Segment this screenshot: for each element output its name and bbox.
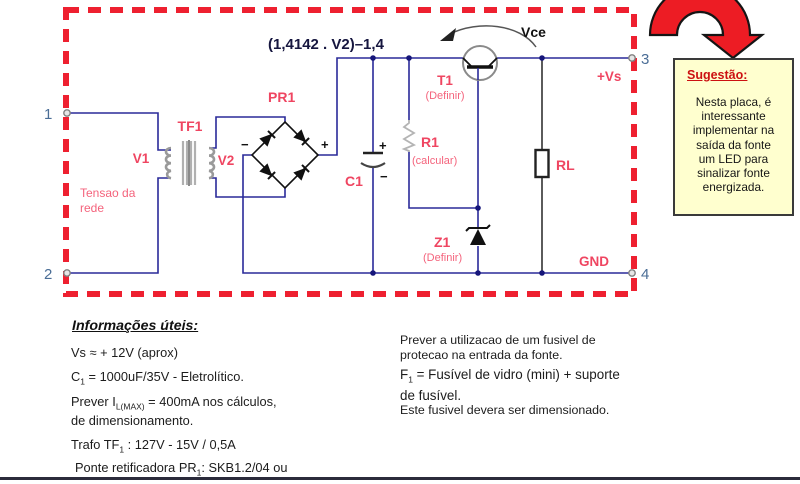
info-c1-pre: C xyxy=(71,369,81,384)
info-vs: Vs ≈ + 12V (aprox) xyxy=(71,345,178,360)
info-c1-post: = 1000uF/35V - Eletrolítico. xyxy=(84,369,244,384)
info-ponte-sub: 1 xyxy=(196,467,202,478)
mains-label-line1: Tensao da xyxy=(80,186,136,200)
load-resistor-symbol xyxy=(534,148,550,179)
suggestion-line: energizada. xyxy=(702,180,765,195)
cap-minus-sign: − xyxy=(380,169,388,184)
vce-label: Vce xyxy=(521,24,546,40)
suggestion-line: implementar na xyxy=(692,123,775,138)
suggestion-line: interessante xyxy=(701,109,766,124)
suggestion-line: sinalizar fonte xyxy=(697,166,770,181)
fuse-def-post: = Fusível de vidro (mini) + suporte xyxy=(412,367,620,382)
info-il-line1: Prever IL(MAX) = 400mA nos cálculos, xyxy=(71,394,277,414)
fuse-def-pre: F xyxy=(400,367,409,382)
fuse-def-line2: de fusível. xyxy=(400,388,462,404)
bridge-diodes xyxy=(259,129,310,181)
wire-primary-bottom xyxy=(67,177,171,274)
suggestion-title: Sugestão: xyxy=(687,68,748,82)
z1-label: Z1 xyxy=(434,234,451,250)
t1-note: (Definir) xyxy=(425,90,464,102)
vce-arrow xyxy=(440,25,537,48)
terminal-1-pad xyxy=(63,109,71,117)
primary-coil xyxy=(164,146,172,180)
wire-bridge-plus-to-rail xyxy=(318,57,463,156)
formula-label: (1,4142 . V2)–1,4 xyxy=(268,36,385,53)
bridge-rectifier-symbol: − + xyxy=(241,120,329,190)
fuse-note-line1: Prever a utilizacao de um fusivel de xyxy=(400,333,596,347)
terminal-2-pad xyxy=(63,269,71,277)
terminal-3-pad xyxy=(628,54,636,62)
v1-label: V1 xyxy=(133,151,150,166)
info-c1: C1 = 1000uF/35V - Eletrolítico. xyxy=(71,369,244,387)
v2-label: V2 xyxy=(218,153,235,168)
resistor-r1-symbol xyxy=(401,120,417,152)
info-il-pre: Prever I xyxy=(71,394,116,409)
info-c1-sub: 1 xyxy=(80,376,85,387)
info-trafo-post: : 127V - 15V / 0,5A xyxy=(124,437,236,452)
suggestion-line: saída da fonte xyxy=(696,137,771,152)
bridge-minus-sign: − xyxy=(241,137,249,152)
bridge-diamond xyxy=(250,120,320,190)
wire-secondary-top xyxy=(209,116,286,149)
curved-arrow-icon xyxy=(648,0,766,60)
info-ponte: Ponte retificadora PR1: SKB1.2/04 ou xyxy=(75,460,287,478)
fuse-def: F1 = Fusível de vidro (mini) + suporte d… xyxy=(400,367,620,404)
transistor-symbol xyxy=(462,45,498,81)
bridge-plus-sign: + xyxy=(321,137,329,152)
bottom-border xyxy=(0,477,800,480)
info-il-post: = 400mA nos cálculos, xyxy=(144,394,277,409)
junction-dots xyxy=(370,55,545,276)
tf1-label: TF1 xyxy=(178,118,203,134)
info-il: Prever IL(MAX) = 400mA nos cálculos, de … xyxy=(71,394,277,429)
fuse-note-line2: protecao na entrada da fonte. xyxy=(400,347,563,362)
wires xyxy=(67,57,631,274)
info-trafo-pre: Trafo TF xyxy=(71,437,120,452)
info-trafo-sub: 1 xyxy=(119,444,125,455)
wire-gnd-rail xyxy=(242,154,631,274)
vs-label: +Vs xyxy=(597,69,621,84)
fuse-note: Prever a utilizacao de um fusivel de pro… xyxy=(400,333,596,362)
terminal-4-label: 4 xyxy=(641,266,649,283)
useful-info-title: Informações úteis: xyxy=(72,318,199,334)
transformer-symbol xyxy=(164,140,216,186)
wire-r1-branch xyxy=(408,58,478,209)
rl-label: RL xyxy=(556,157,575,173)
t1-label: T1 xyxy=(437,73,453,88)
info-ponte-post: : SKB1.2/04 ou xyxy=(201,460,288,475)
capacitor-symbol: + − xyxy=(360,138,388,184)
pr1-label: PR1 xyxy=(268,89,295,105)
info-il-line2: de dimensionamento. xyxy=(71,413,194,429)
mains-label-line2: rede xyxy=(80,201,104,215)
wire-primary-top xyxy=(67,112,171,151)
fuse-def-sub: 1 xyxy=(408,374,413,385)
gnd-label: GND xyxy=(579,254,609,269)
zener-symbol xyxy=(465,224,491,245)
info-il-sub: L(MAX) xyxy=(115,401,145,412)
terminal-1-label: 1 xyxy=(44,106,52,123)
c1-label: C1 xyxy=(345,173,363,189)
terminal-4-pad xyxy=(628,269,636,277)
terminal-2-label: 2 xyxy=(44,266,52,283)
board-outline xyxy=(63,7,637,297)
suggestion-line: Nesta placa, é xyxy=(695,95,772,109)
fuse-sizing: Este fusivel devera ser dimensionado. xyxy=(400,403,610,417)
wire-secondary-bottom xyxy=(209,177,286,198)
cap-plus-sign: + xyxy=(379,138,387,153)
suggestion-line: um LED para xyxy=(698,151,769,166)
info-trafo: Trafo TF1 : 127V - 15V / 0,5A xyxy=(71,437,236,455)
r1-label: R1 xyxy=(421,134,439,150)
z1-note: (Definir) xyxy=(423,252,462,264)
info-ponte-pre: Ponte retificadora PR xyxy=(75,460,197,475)
r1-note: (calcular) xyxy=(412,155,457,167)
fuse-def-line1: F1 = Fusível de vidro (mini) + suporte xyxy=(400,367,620,388)
suggestion-box: Sugestão: Nesta placa, é interessante im… xyxy=(673,58,794,216)
terminal-pads xyxy=(63,54,636,277)
secondary-coil xyxy=(208,146,216,180)
core-laminations xyxy=(181,141,197,185)
terminal-3-label: 3 xyxy=(641,51,649,68)
